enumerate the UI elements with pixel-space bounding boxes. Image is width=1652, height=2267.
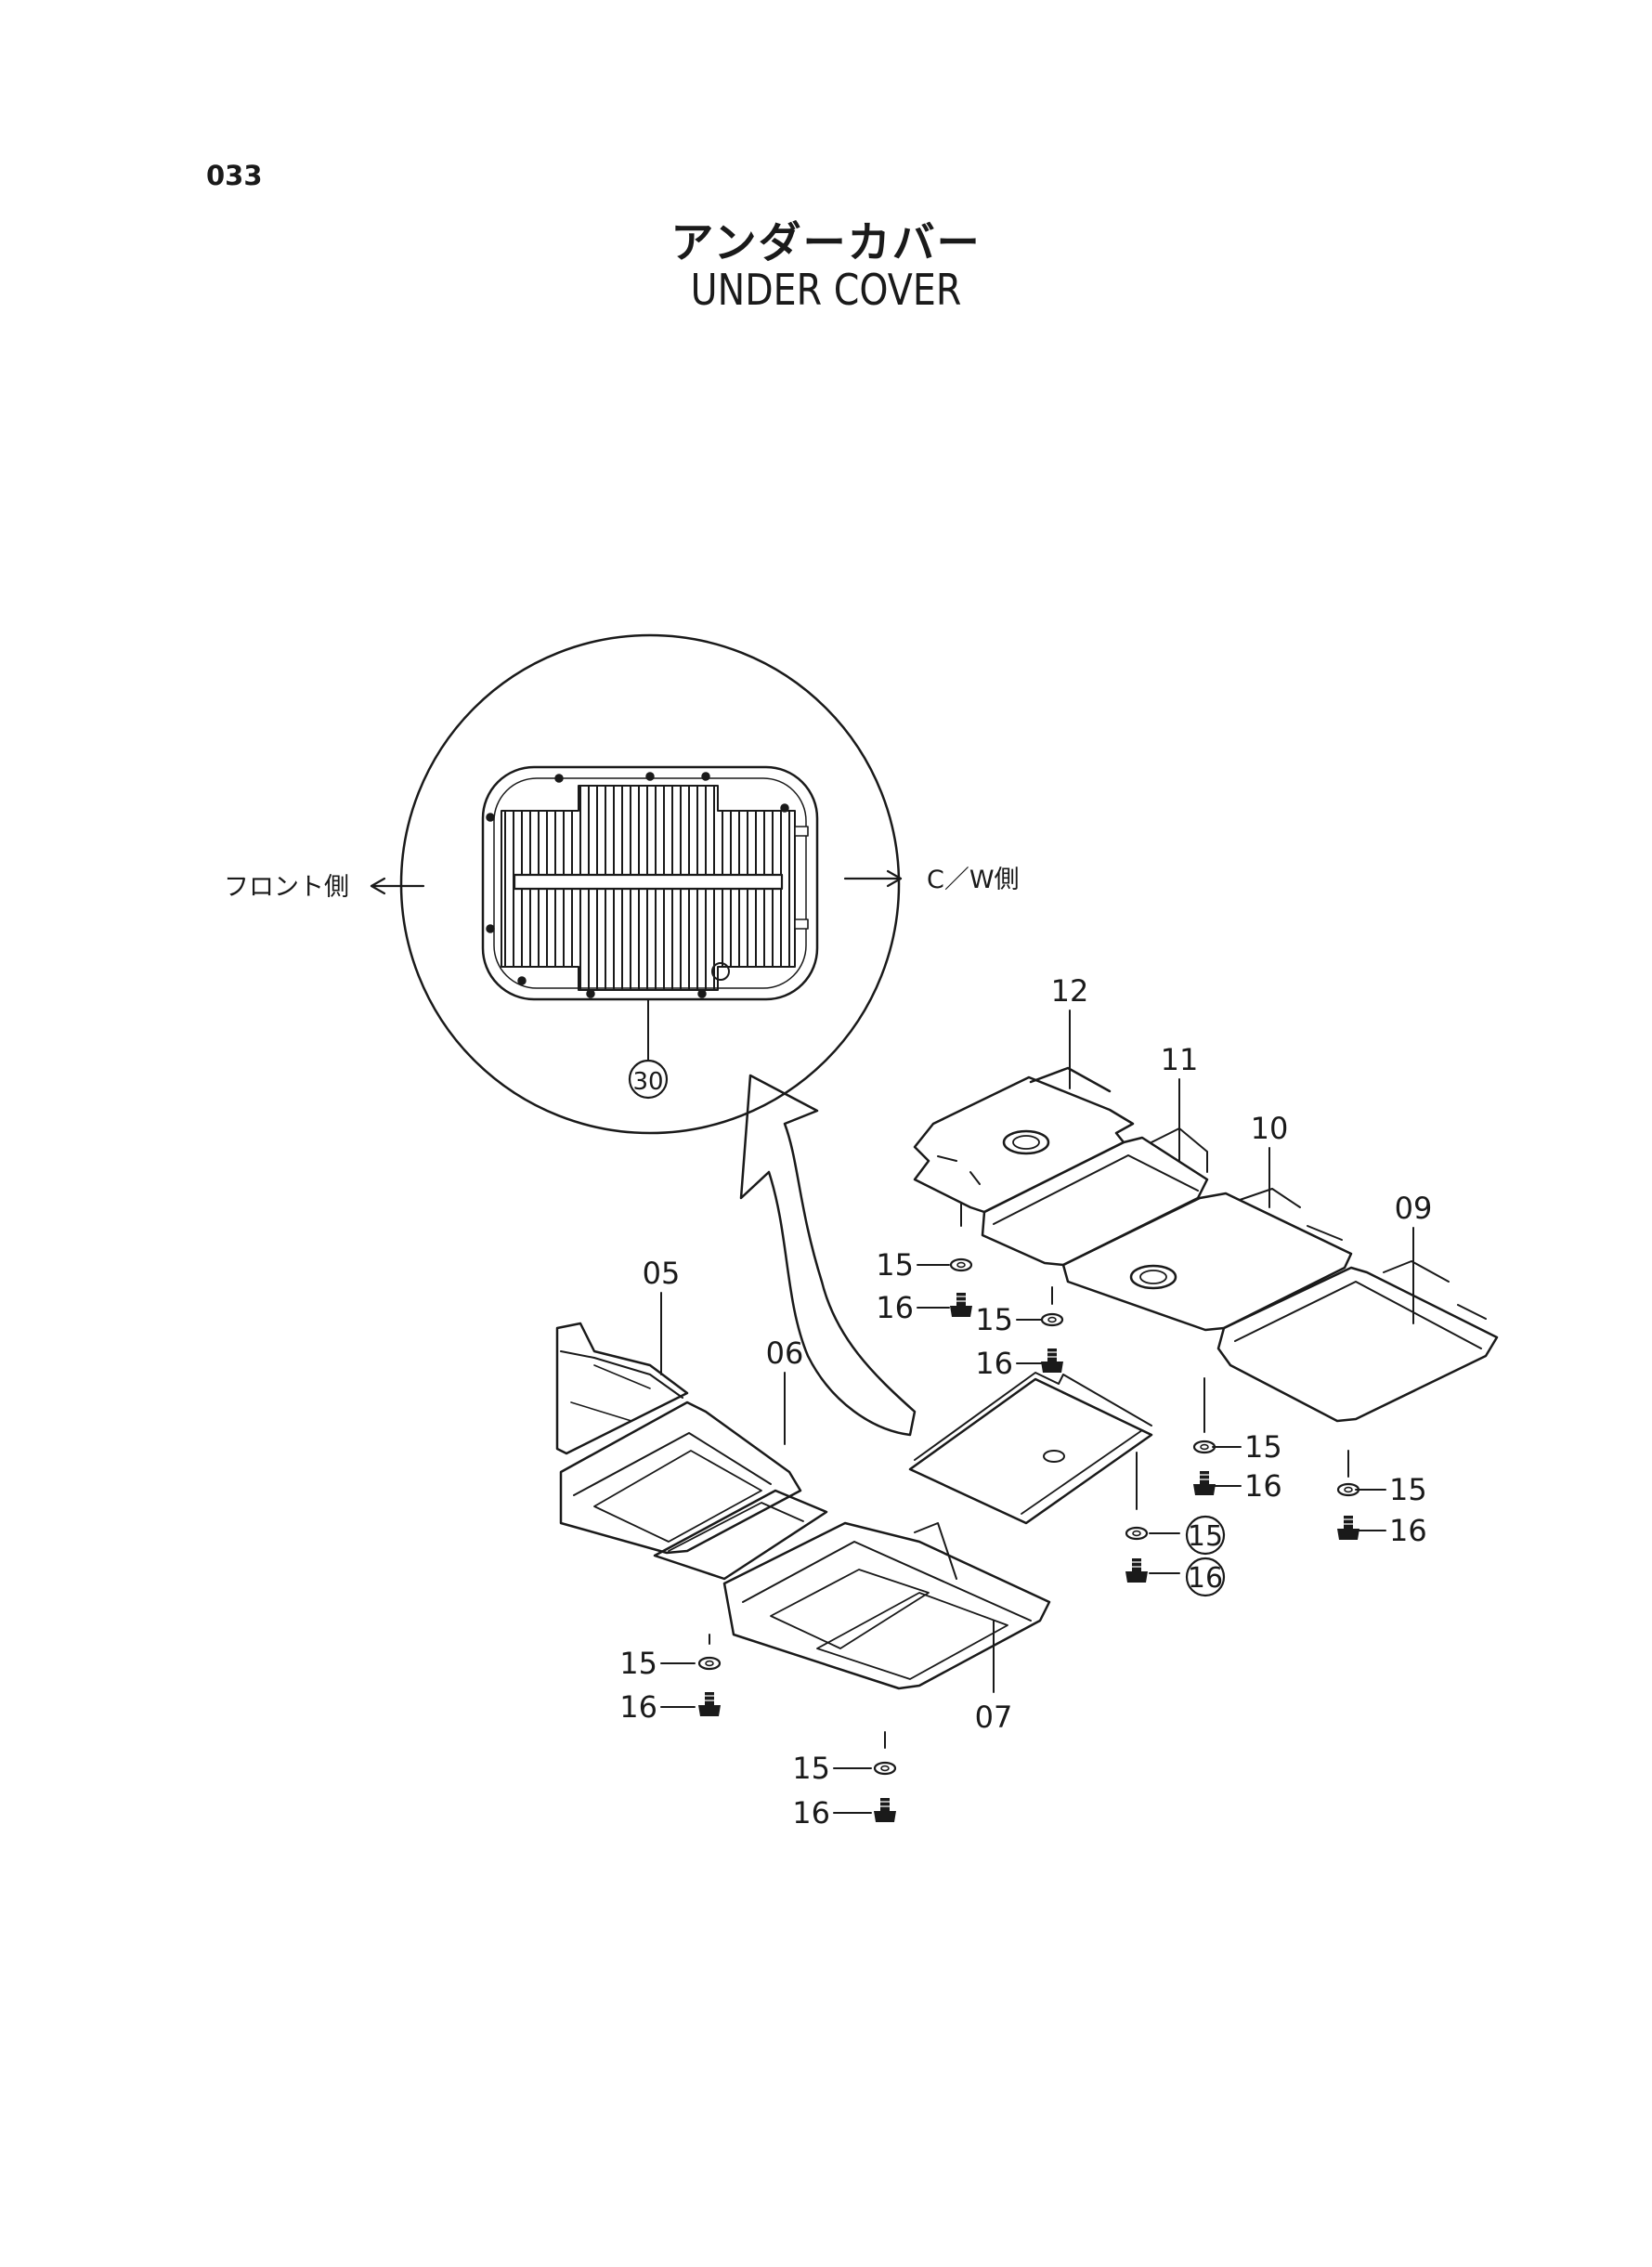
page-number: 033: [206, 160, 263, 191]
cover-panel-09: [1216, 1260, 1499, 1423]
label-washer: 15: [1389, 1472, 1427, 1507]
label-bolt: 16: [876, 1290, 914, 1325]
label-07: 07: [975, 1700, 1013, 1735]
label-washer: 15: [792, 1751, 830, 1786]
label-bolt: 16: [975, 1346, 1013, 1381]
label-10: 10: [1251, 1111, 1289, 1146]
callout-label-30: 30: [632, 1068, 663, 1096]
detail-reference-arrow: [739, 1074, 917, 1437]
label-washer-highlight: 15: [1188, 1520, 1223, 1553]
title-japanese: アンダーカバー: [670, 217, 982, 267]
cover-panel-12: [913, 1066, 1135, 1214]
front-direction-arrow: [370, 877, 425, 895]
callout-circle: [628, 1059, 669, 1100]
title-english: UNDER COVER: [690, 265, 962, 315]
cover-panel-07: [722, 1521, 1051, 1690]
label-bolt: 16: [792, 1795, 830, 1831]
label-bolt: 16: [1244, 1468, 1282, 1504]
cover-panel-11: [981, 1127, 1209, 1267]
bolt-leaders: [660, 1307, 1386, 1814]
label-11: 11: [1161, 1042, 1199, 1077]
cover-panel-center: [908, 1372, 1153, 1525]
label-washer: 15: [619, 1646, 657, 1681]
counterweight-direction-arrow: [843, 869, 903, 888]
cover-panel-10: [1061, 1188, 1353, 1332]
label-washer: 15: [1244, 1429, 1282, 1465]
leader-lines: [660, 1010, 1414, 1749]
highlight-circle-16: [1185, 1557, 1226, 1597]
label-06: 06: [766, 1335, 804, 1371]
label-12: 12: [1051, 973, 1089, 1009]
washer-leaders: [660, 1264, 1386, 1769]
detail-view-circle: [399, 633, 901, 1135]
label-05: 05: [643, 1256, 681, 1291]
cover-panel-05: [555, 1322, 689, 1455]
label-bolt: 16: [619, 1689, 657, 1725]
label-washer: 15: [876, 1247, 914, 1283]
part-labels: 12 11 10 09 05 06 07 15 16 15 16 15 16 1…: [619, 973, 1432, 1831]
highlight-circle-15: [1185, 1515, 1226, 1556]
under-cover-grille: [481, 765, 819, 1001]
cover-panel-06: [559, 1401, 828, 1581]
label-bolt-highlight: 16: [1188, 1562, 1223, 1595]
label-washer: 15: [975, 1302, 1013, 1337]
counterweight-side-label: C／W側: [927, 866, 1020, 894]
label-bolt: 16: [1389, 1513, 1427, 1548]
bolt-symbols: [696, 1291, 1361, 1824]
label-09: 09: [1395, 1191, 1433, 1226]
front-side-label: フロント側: [224, 873, 349, 902]
